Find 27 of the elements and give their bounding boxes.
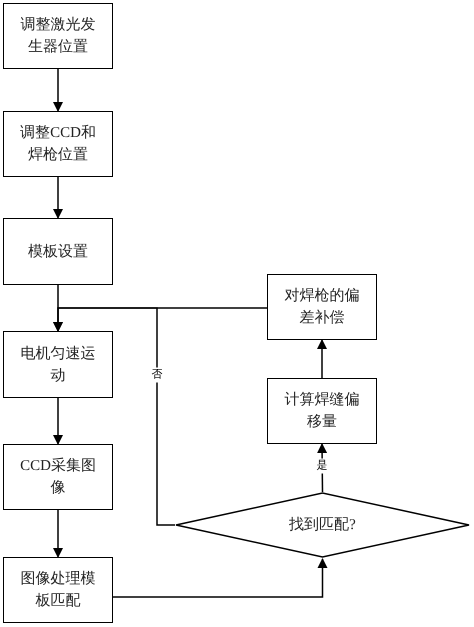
- arrow: [53, 69, 63, 112]
- edge-label: 否: [150, 368, 164, 382]
- node-text: 找到匹配?: [289, 516, 356, 535]
- node-text: 模板设置: [27, 242, 89, 262]
- node-text: 调整激光发生器位置: [20, 16, 96, 57]
- edge-label: 是: [316, 458, 328, 474]
- process-box: [267, 274, 377, 340]
- node-text: 电机匀速运动: [20, 344, 96, 386]
- node-text: 计算焊缝偏移量: [284, 390, 360, 432]
- node-text: CCD采集图像: [19, 456, 97, 498]
- node-text: 调整CCD和焊枪位置: [19, 124, 97, 165]
- arrow: [53, 307, 175, 526]
- process-box: [3, 111, 113, 177]
- decision-diamond: [175, 492, 470, 558]
- arrow: [317, 339, 327, 378]
- node-text: 图像处理模板匹配: [20, 570, 96, 611]
- process-box: [3, 331, 113, 398]
- arrow: [53, 177, 63, 219]
- process-box: [267, 378, 377, 444]
- arrow: [53, 398, 63, 445]
- arrow: [53, 510, 63, 558]
- process-box: [3, 444, 113, 510]
- process-box: [3, 218, 113, 285]
- process-box: [3, 557, 113, 623]
- node-text: 对焊枪的偏差补偿: [284, 286, 360, 328]
- arrow: [113, 558, 328, 598]
- process-box: [3, 3, 113, 69]
